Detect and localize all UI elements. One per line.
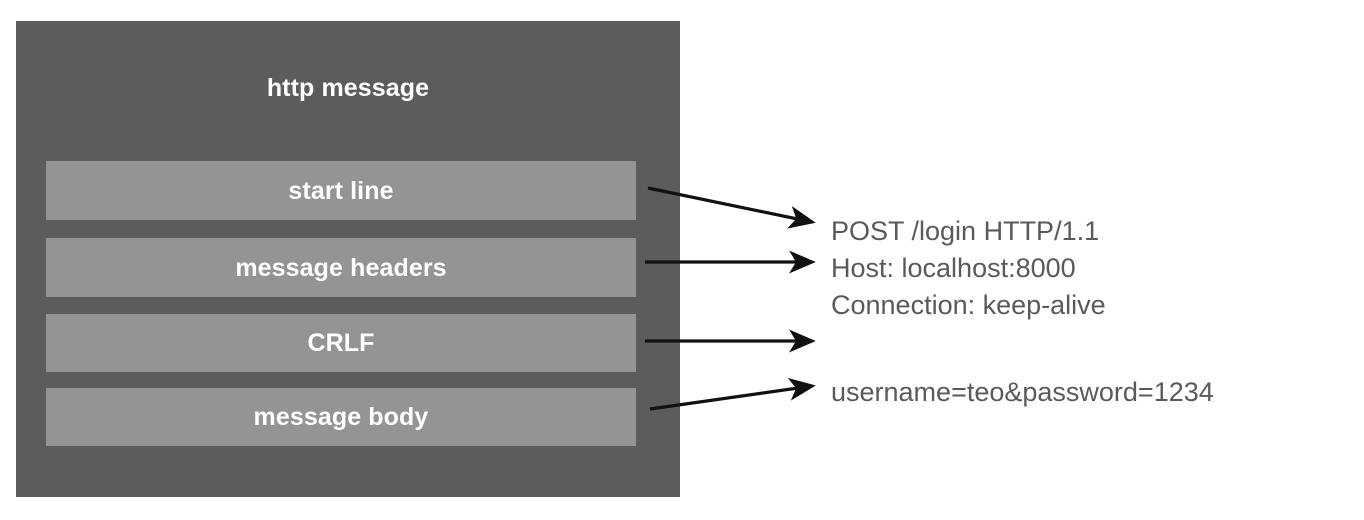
http-message-container: http message start line message headers …: [16, 21, 680, 497]
message-part-crlf: CRLF: [46, 314, 636, 372]
raw-header-host: Host: localhost:8000: [831, 253, 1076, 283]
raw-message-head: POST /login HTTP/1.1 Host: localhost:800…: [831, 213, 1106, 324]
message-part-start-line: start line: [46, 161, 636, 220]
message-part-label: message body: [253, 403, 429, 431]
raw-message-body: username=teo&password=1234: [831, 374, 1214, 411]
message-part-label: CRLF: [307, 329, 375, 357]
message-part-message-body: message body: [46, 388, 636, 446]
raw-body-line: username=teo&password=1234: [831, 377, 1214, 407]
page-title: http message: [266, 74, 430, 102]
message-part-label: start line: [288, 176, 394, 205]
message-part-message-headers: message headers: [46, 238, 636, 297]
raw-header-connection: Connection: keep-alive: [831, 290, 1106, 320]
message-part-label: message headers: [235, 253, 447, 282]
raw-start-line: POST /login HTTP/1.1: [831, 216, 1100, 246]
